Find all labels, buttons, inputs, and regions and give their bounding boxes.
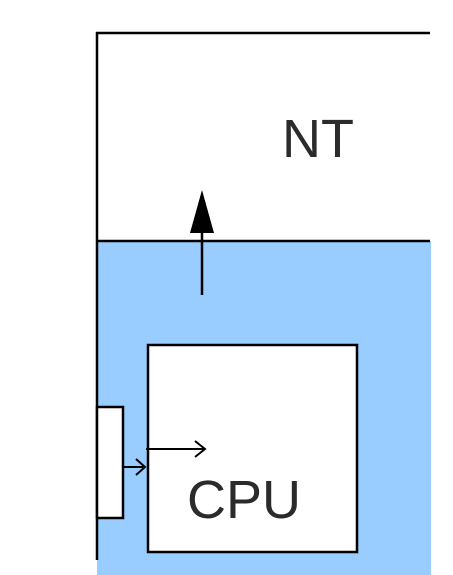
port-block xyxy=(95,405,125,520)
right-margin xyxy=(431,0,453,575)
port-arrow-head xyxy=(135,458,147,476)
cpu-arrow-head xyxy=(194,440,207,458)
cpu-label: CPU xyxy=(187,470,301,530)
up-arrow-head xyxy=(190,190,214,233)
nt-region xyxy=(97,33,453,241)
nt-label: NT xyxy=(282,109,354,169)
